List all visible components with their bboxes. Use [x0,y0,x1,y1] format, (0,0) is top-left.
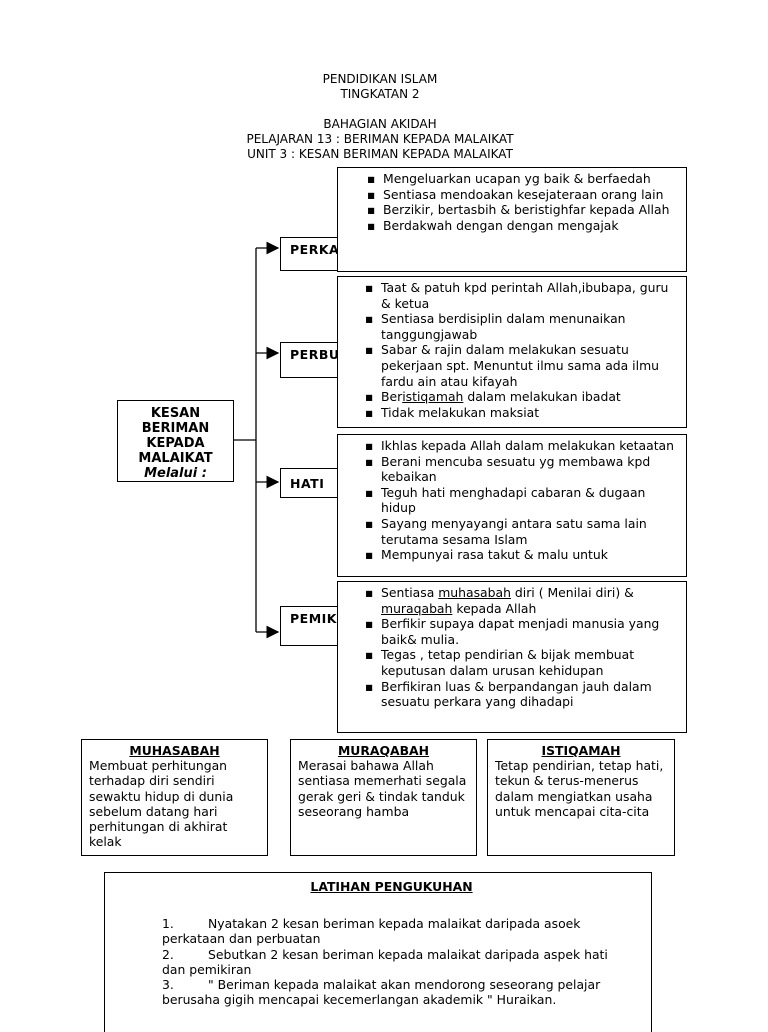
center-line-1: KESAN [150,406,201,421]
latihan-title: LATIHAN PENGUKUHAN [310,879,473,894]
definition-title: MUHASABAH [129,743,220,758]
center-line-2: BERIMAN [141,421,210,436]
list-item: Berdakwah dengan dengan mengajak [367,218,680,234]
document-header: PENDIDIKAN ISLAM TINGKATAN 2 BAHAGIAN AK… [0,72,760,162]
definition-title: ISTIQAMAH [541,743,621,758]
list-item: Sentiasa berdisiplin dalam menunaikan ta… [365,311,680,342]
definition-muhasabah: MUHASABAH Membuat perhitungan terhadap d… [81,739,268,856]
header-lesson: PELAJARAN 13 : BERIMAN KEPADA MALAIKAT [246,132,514,146]
list-item: Taat & patuh kpd perintah Allah,ibubapa,… [365,280,680,311]
definition-istiqamah: ISTIQAMAH Tetap pendirian, tetap hati, t… [487,739,675,856]
list-item: Berfikiran luas & berpandangan jauh dala… [365,679,680,710]
list-item: Berzikir, bertasbih & beristighfar kepad… [367,202,680,218]
header-section: BAHAGIAN AKIDAH [323,117,437,131]
perbuatan-list: Taat & patuh kpd perintah Allah,ibubapa,… [337,276,687,428]
list-item: Tegas , tetap pendirian & bijak membuat … [365,647,680,678]
latihan-item: 1.Nyatakan 2 kesan beriman kepada malaik… [162,916,581,947]
list-item: Sentiasa mendoakan kesejateraan orang la… [367,187,680,203]
definition-muraqabah: MURAQABAH Merasai bahawa Allah sentiasa … [290,739,477,856]
perkataan-list: Mengeluarkan ucapan yg baik & berfaedah … [337,167,687,272]
header-form: TINGKATAN 2 [340,87,420,101]
latihan-item: 2.Sebutkan 2 kesan beriman kepada malaik… [162,946,608,977]
latihan-pengukuhan-box: LATIHAN PENGUKUHAN 1.Nyatakan 2 kesan be… [104,872,652,1032]
header-subject: PENDIDIKAN ISLAM [322,72,438,86]
list-item: Tidak melakukan maksiat [365,405,680,421]
list-item: Sayang menyayangi antara satu sama lain … [365,516,680,547]
list-item: Sabar & rajin dalam melakukan sesuatu pe… [365,342,680,389]
hati-list: Ikhlas kepada Allah dalam melakukan keta… [337,434,687,577]
definition-title: MURAQABAH [337,743,430,758]
list-item: Beristiqamah dalam melakukan ibadat [365,389,680,405]
list-item: Berani mencuba sesuatu yg membawa kpd ke… [365,454,680,485]
list-item: Ikhlas kepada Allah dalam melakukan keta… [365,438,680,454]
definition-text: Membuat perhitungan terhadap diri sendir… [89,758,234,850]
list-item: Sentiasa muhasabah diri ( Menilai diri) … [365,585,680,616]
center-line-4: MALAIKAT [138,451,213,466]
list-item: Mengeluarkan ucapan yg baik & berfaedah [367,171,680,187]
definition-text: Merasai bahawa Allah sentiasa memerhati … [298,758,467,819]
list-item: Mempunyai rasa takut & malu untuk [365,547,680,563]
list-item: Berfikir supaya dapat menjadi manusia ya… [365,616,680,647]
header-unit: UNIT 3 : KESAN BERIMAN KEPADA MALAIKAT [247,147,513,161]
latihan-item: 3." Beriman kepada malaikat akan mendoro… [162,977,601,1008]
definition-text: Tetap pendirian, tetap hati, tekun & ter… [495,758,664,819]
list-item: Teguh hati menghadapi cabaran & dugaan h… [365,485,680,516]
center-line-3: KEPADA [146,436,205,451]
kesan-beriman-box: KESAN BERIMAN KEPADA MALAIKAT Melalui : [117,400,234,482]
center-line-5: Melalui : [144,466,207,481]
pemikiran-list: Sentiasa muhasabah diri ( Menilai diri) … [337,581,687,733]
